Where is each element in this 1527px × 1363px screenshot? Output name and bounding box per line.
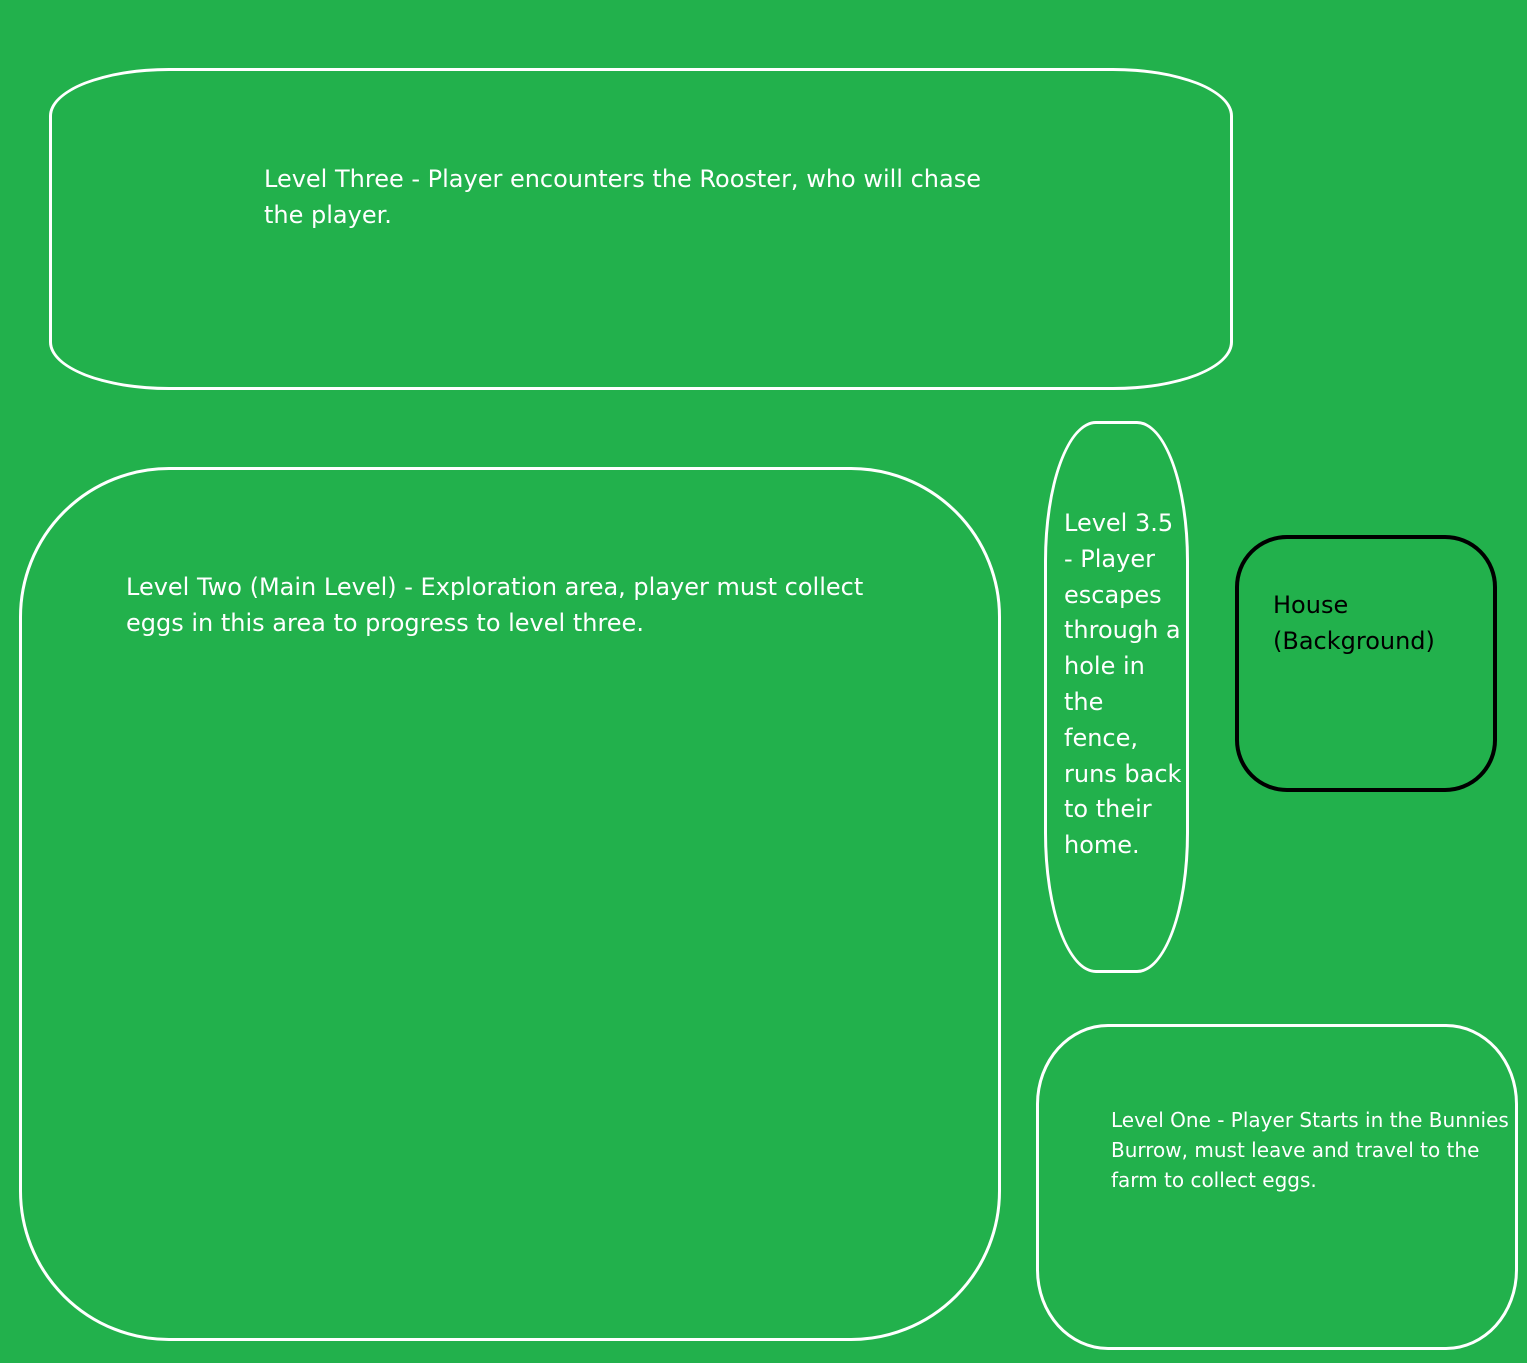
level-one-zone: Level One - Player Starts in the Bunnies…	[1036, 1024, 1518, 1350]
level-three-description: Level Three - Player encounters the Roos…	[264, 165, 981, 229]
house-description: House (Background)	[1273, 591, 1435, 655]
level-one-description: Level One - Player Starts in the Bunnies…	[1111, 1108, 1509, 1192]
level-three-five-zone: Level 3.5 - Player escapes through a hol…	[1044, 421, 1189, 973]
level-two-zone: Level Two (Main Level) - Exploration are…	[19, 467, 1001, 1341]
level-three-zone: Level Three - Player encounters the Roos…	[49, 68, 1233, 390]
house-zone: House (Background)	[1235, 535, 1497, 792]
level-two-description: Level Two (Main Level) - Exploration are…	[126, 573, 864, 637]
level-three-five-description: Level 3.5 - Player escapes through a hol…	[1064, 509, 1182, 860]
